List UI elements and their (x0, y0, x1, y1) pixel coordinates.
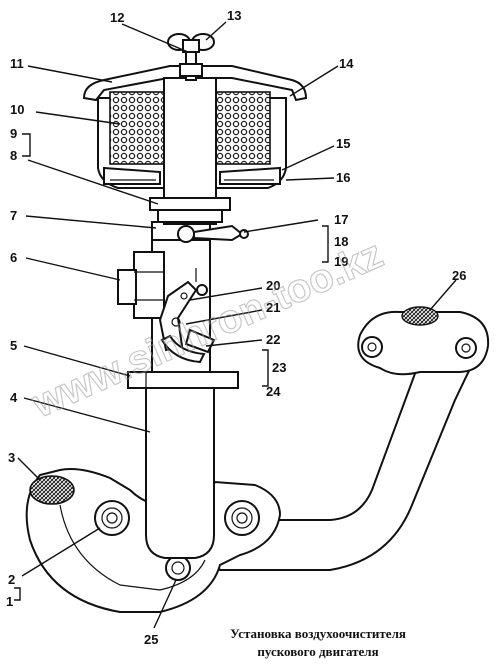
callout-2: 2 (8, 572, 15, 587)
callout-9: 9 (10, 126, 17, 141)
callout-16: 16 (336, 170, 350, 185)
callout-12: 12 (110, 10, 124, 25)
callout-1: 1 (6, 594, 13, 609)
callout-3: 3 (8, 450, 15, 465)
manifold (25, 306, 490, 613)
callout-10: 10 (10, 102, 24, 117)
callout-13: 13 (227, 8, 241, 23)
callout-7: 7 (10, 208, 17, 223)
callout-25: 25 (144, 632, 158, 647)
callout-21: 21 (266, 300, 280, 315)
callout-numbers: 12 13 11 14 10 9 15 8 16 7 17 18 6 19 26… (6, 8, 466, 647)
callout-24: 24 (266, 384, 281, 399)
leader-lines (14, 21, 457, 629)
callout-23: 23 (272, 360, 286, 375)
caption-line-2: пускового двигателя (257, 644, 378, 659)
intake-pipe (127, 371, 239, 559)
callout-5: 5 (10, 338, 17, 353)
callout-6: 6 (10, 250, 17, 265)
callout-26: 26 (452, 268, 466, 283)
callout-4: 4 (10, 390, 18, 405)
carburettor-body (117, 221, 249, 373)
callout-19: 19 (334, 254, 348, 269)
callout-11: 11 (10, 56, 24, 71)
callout-8: 8 (10, 148, 17, 163)
callout-15: 15 (336, 136, 350, 151)
callout-18: 18 (334, 234, 348, 249)
callout-14: 14 (339, 56, 354, 71)
air-cleaner (82, 33, 308, 225)
caption-line-1: Установка воздухоочистителя (230, 626, 406, 641)
callout-22: 22 (266, 332, 280, 347)
callout-20: 20 (266, 278, 280, 293)
callout-17: 17 (334, 212, 348, 227)
